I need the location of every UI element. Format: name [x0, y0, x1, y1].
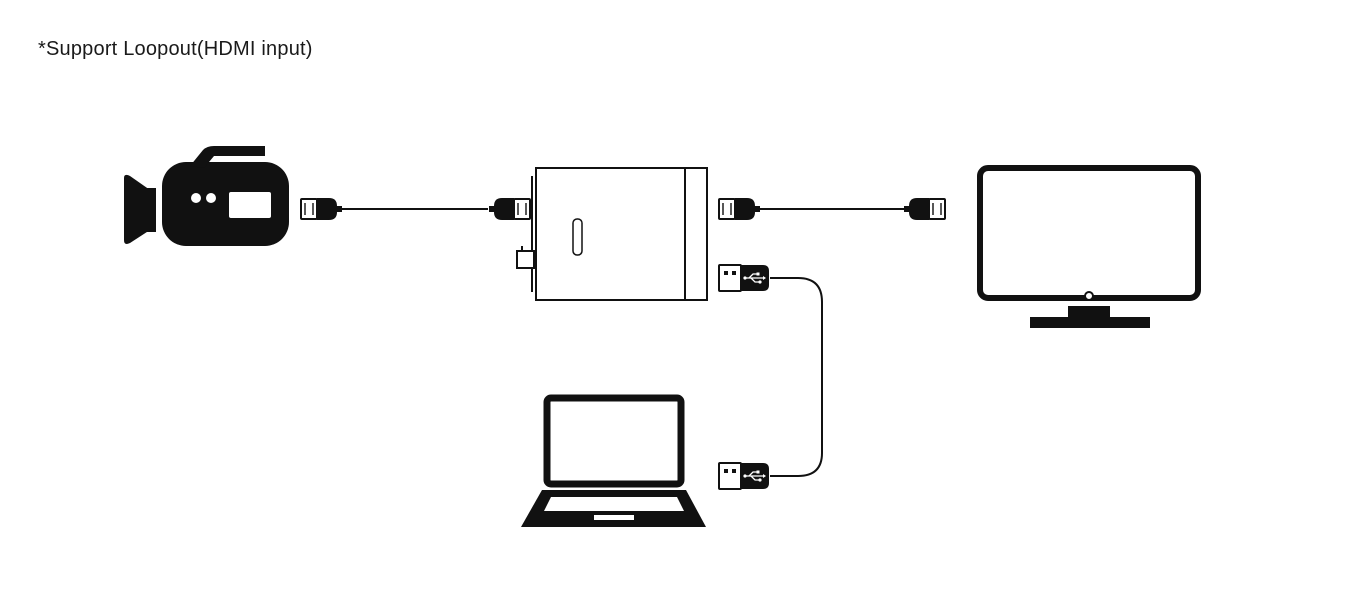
- capture-device: [516, 167, 708, 301]
- monitor-icon: [977, 165, 1201, 328]
- hdmi-plug-monitor: [903, 197, 946, 221]
- usb-cable-box-to-laptop: [718, 264, 823, 490]
- support-loopout-note: *Support Loopout(HDMI input): [38, 38, 313, 60]
- camcorder-icon: [124, 146, 289, 246]
- usb-plug-box: [718, 264, 770, 292]
- hdmi-cable-box-to-monitor: [718, 197, 946, 221]
- hdmi-plug-camera: [300, 197, 343, 221]
- hdmi-plug-box-input: [488, 197, 531, 221]
- hdmi-cable-camera-to-box: [300, 197, 531, 221]
- hdmi-plug-box-output: [718, 197, 761, 221]
- usb-plug-laptop: [718, 462, 770, 490]
- laptop-icon: [521, 394, 706, 527]
